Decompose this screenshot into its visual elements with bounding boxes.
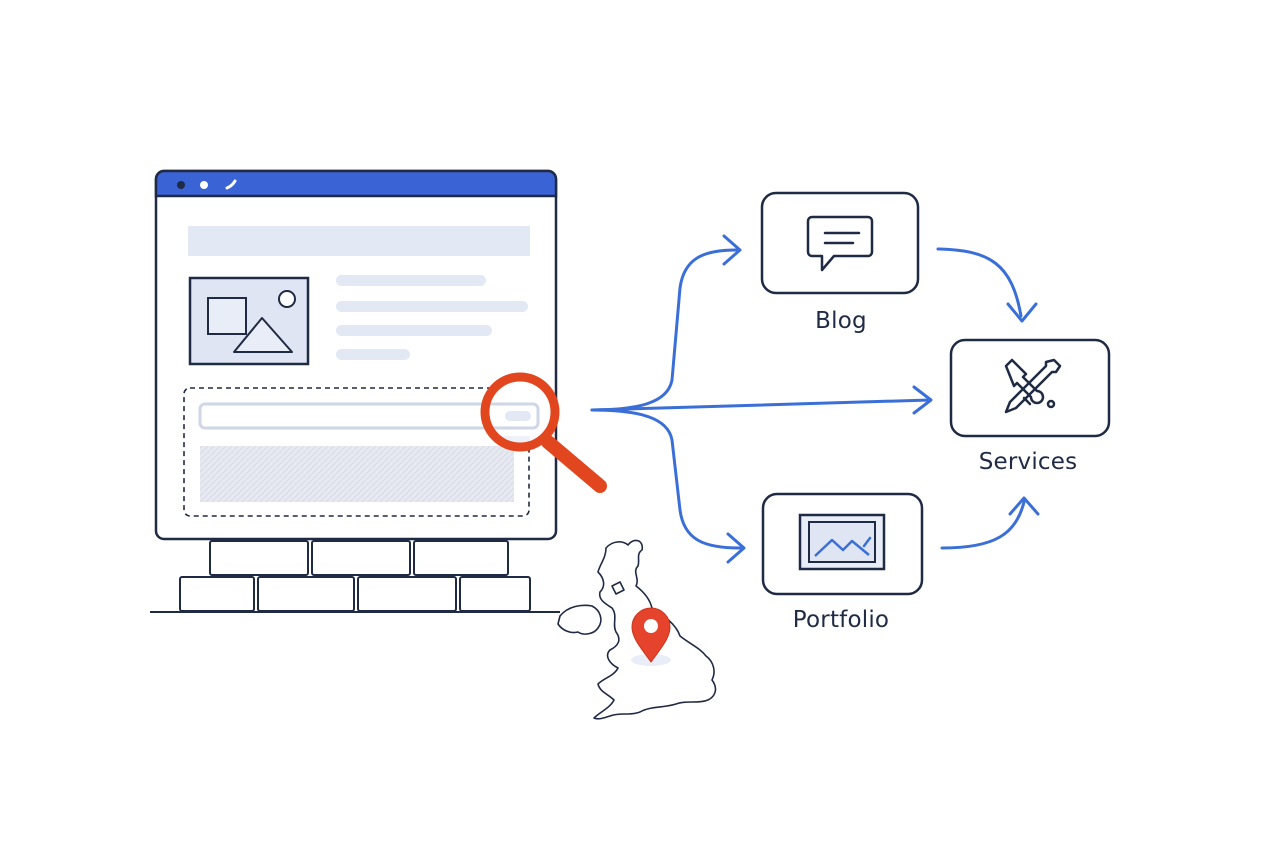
text-line-placeholder (336, 349, 410, 360)
connector-to-services (590, 398, 932, 412)
image-gallery-icon (798, 513, 886, 571)
connector-portfolio-to-services (940, 500, 1026, 550)
wrench-screwdriver-icon (1004, 358, 1062, 414)
text-line-placeholder (336, 325, 492, 336)
arrowhead-icon (726, 532, 746, 564)
chat-bubble-icon (806, 215, 874, 272)
blog-label: Blog (815, 308, 867, 334)
arrowhead-icon (722, 234, 742, 266)
magnifying-glass-icon (480, 372, 607, 493)
browser-window-icon (154, 169, 558, 541)
arrowhead-icon (1008, 496, 1040, 516)
window-dot-icon (225, 179, 237, 190)
brick-foundation (179, 540, 531, 612)
connector-to-portfolio (590, 408, 742, 550)
connector-to-blog (590, 248, 738, 412)
location-pin-icon (631, 607, 671, 663)
window-dot-icon (177, 181, 185, 189)
services-node (949, 338, 1111, 438)
text-line-placeholder (336, 301, 528, 312)
window-dot-icon (200, 181, 208, 189)
arrowhead-icon (912, 385, 933, 415)
connectors (590, 234, 1040, 564)
browser-title-bar (154, 169, 558, 198)
content-placeholder (200, 446, 514, 502)
portfolio-label: Portfolio (792, 607, 890, 633)
portfolio-node (761, 492, 924, 596)
search-bar-placeholder (198, 402, 516, 430)
image-placeholder-icon (188, 276, 310, 366)
services-label: Services (978, 449, 1078, 475)
text-line-placeholder (336, 275, 486, 286)
header-placeholder (188, 226, 530, 256)
blog-node (760, 191, 920, 295)
arrowhead-icon (1006, 302, 1038, 323)
search-area-outline (183, 387, 530, 517)
connector-blog-to-services (936, 247, 1023, 318)
